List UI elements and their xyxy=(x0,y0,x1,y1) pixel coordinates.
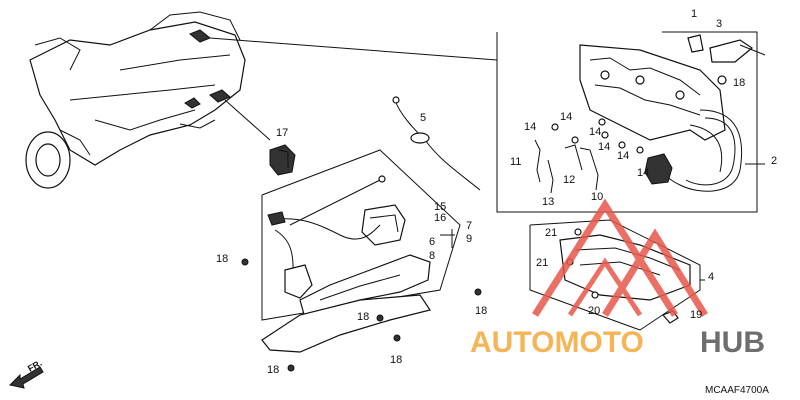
watermark-text-b: HUB xyxy=(700,326,765,359)
callout-c17: 17 xyxy=(276,127,288,139)
callout-c18c: 18 xyxy=(475,305,487,317)
callout-c21b: 21 xyxy=(536,257,548,269)
watermark-text-a: AUTOMOTO xyxy=(470,326,644,359)
callout-c4: 4 xyxy=(708,271,714,283)
callout-c3: 3 xyxy=(716,18,722,30)
callout-c14d: 14 xyxy=(598,141,610,153)
front-direction-arrow: FR. xyxy=(8,358,44,389)
part-17-grommet xyxy=(269,144,296,176)
callout-c15: 15 xyxy=(434,201,446,213)
diagram-code: MCAAF4700A xyxy=(705,385,769,396)
callout-c18e: 18 xyxy=(390,354,402,366)
callout-c18f: 18 xyxy=(267,364,279,376)
bolts-18 xyxy=(241,258,482,372)
leader-line xyxy=(209,37,498,61)
callout-c19: 19 xyxy=(690,309,702,321)
callout-c5: 5 xyxy=(420,112,426,124)
callout-c18b: 18 xyxy=(216,253,228,265)
callout-c7: 7 xyxy=(466,220,472,232)
callout-c14e: 14 xyxy=(617,150,629,162)
callout-c8: 8 xyxy=(429,250,435,262)
upper-right-assembly-box xyxy=(496,31,766,213)
part-5-cable xyxy=(392,96,481,191)
callout-c14a: 14 xyxy=(524,121,536,133)
callout-c13: 13 xyxy=(542,196,554,208)
callout-c18d: 18 xyxy=(357,311,369,323)
callout-c21a: 21 xyxy=(545,227,557,239)
callout-c14c: 14 xyxy=(589,126,601,138)
callout-c9: 9 xyxy=(466,233,472,245)
watermark-logo: AUTOMOTO HUB xyxy=(470,198,765,359)
callout-c12: 12 xyxy=(563,174,575,186)
callout-c6: 6 xyxy=(429,236,435,248)
callout-c2: 2 xyxy=(771,155,777,167)
callout-c16: 16 xyxy=(434,212,446,224)
callout-c1: 1 xyxy=(691,8,697,20)
leader-line xyxy=(224,99,271,141)
callout-c18a: 18 xyxy=(733,77,745,89)
callout-c10: 10 xyxy=(591,191,603,203)
callout-c20: 20 xyxy=(588,305,600,317)
callout-c14b: 14 xyxy=(560,111,572,123)
motorcycle-illustration xyxy=(25,11,246,189)
center-assembly-box xyxy=(261,149,461,353)
callout-c14f: 14 xyxy=(637,167,649,179)
callout-c11: 11 xyxy=(510,156,521,168)
